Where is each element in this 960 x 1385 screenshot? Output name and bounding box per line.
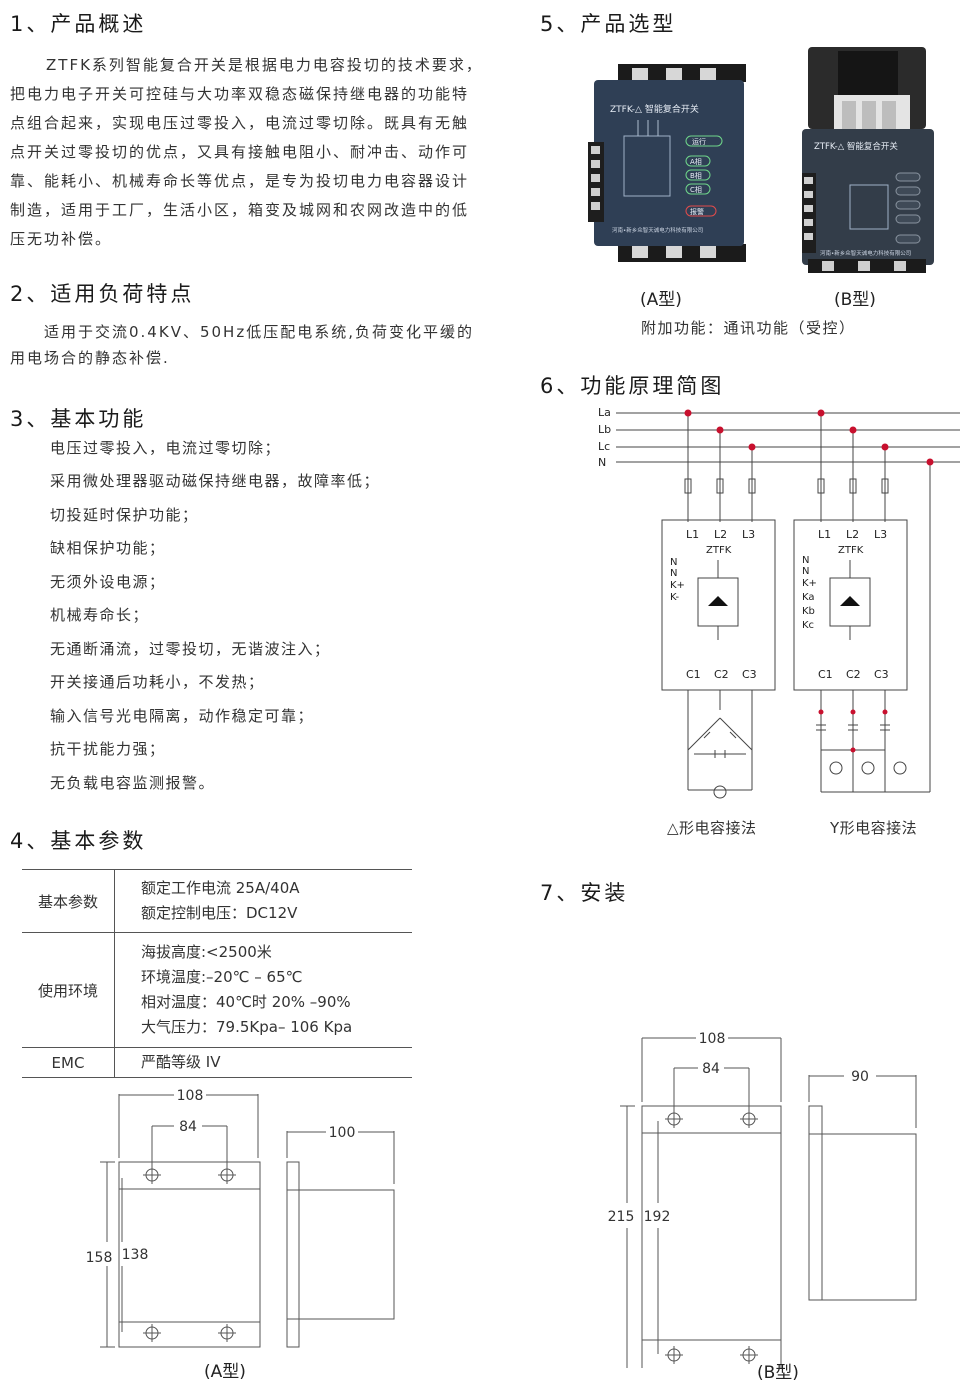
- param-line: 相对温度：40℃时 20% –90%: [141, 993, 351, 1011]
- bus-label: N: [598, 456, 606, 469]
- terminal-label: C1: [686, 668, 701, 681]
- terminal-label: L2: [714, 528, 727, 541]
- side-label: K+: [670, 580, 685, 591]
- dim-hole-width: 84: [702, 1061, 720, 1077]
- section-5-title: 5、产品选型: [540, 12, 677, 36]
- param-line: 大气压力：79.5Kpa– 106 Kpa: [141, 1018, 353, 1036]
- table-row: 使用环境 海拔高度:<2500米 环境温度:–20℃ – 65℃ 相对温度：40…: [22, 932, 412, 1048]
- dim-width: 108: [699, 1031, 726, 1047]
- caption-photo-a: (A型): [640, 290, 682, 310]
- dim-width: 108: [177, 1088, 204, 1104]
- dimension-drawing-a: 108 84 158 138 100: [86, 1088, 395, 1348]
- side-label: K-: [670, 592, 680, 603]
- feature-item: 机械寿命长；: [50, 606, 150, 624]
- section-2-body: 适用于交流0.4KV、50Hz低压配电系统,负荷变化平缓的用电场合的静态补偿.: [10, 323, 474, 367]
- terminal-label: L2: [846, 528, 859, 541]
- model-label: ZTFK: [706, 545, 732, 556]
- product-photo-a: ZTFK-△ 智能复合开关 运行 A相 B相 C相 报警 河南•新乡众智天诚电力…: [588, 64, 746, 262]
- param-line: 环境温度:–20℃ – 65℃: [141, 968, 303, 986]
- photo-b-label: ZTFK-△ 智能复合开关: [814, 141, 898, 152]
- caption-delta-connection: △形电容接法: [667, 819, 757, 837]
- terminal-label: C3: [874, 668, 889, 681]
- feature-item: 采用微处理器驱动磁保持继电器，故障率低；: [50, 472, 381, 490]
- param-key: 使用环境: [22, 932, 115, 1048]
- param-line: 海拔高度:<2500米: [141, 943, 272, 961]
- feature-item: 输入信号光电隔离，动作稳定可靠；: [50, 707, 315, 725]
- extra-function-note: 附加功能：通讯功能（受控）: [641, 319, 856, 337]
- terminal-label: C1: [818, 668, 833, 681]
- feature-item: 无须外设电源；: [50, 573, 166, 591]
- photo-a-button: A相: [690, 157, 702, 166]
- terminal-label: L3: [874, 528, 887, 541]
- caption-a-type-dims: (A型): [204, 1362, 246, 1382]
- param-value: 海拔高度:<2500米 环境温度:–20℃ – 65℃ 相对温度：40℃时 20…: [114, 932, 412, 1048]
- circuit-schematic: La Lb Lc N L1 L2 L3 ZTFK N N K+ K- C1 C2…: [598, 406, 960, 799]
- photo-a-company: 河南•新乡众智天诚电力科技有限公司: [612, 226, 703, 234]
- dim-height: 215: [608, 1209, 635, 1225]
- model-label: ZTFK: [838, 545, 864, 556]
- feature-item: 缺相保护功能；: [50, 539, 166, 557]
- dim-hole-height: 192: [644, 1209, 671, 1225]
- section-4-title: 4、基本参数: [10, 829, 147, 853]
- feature-item: 无通断涌流，过零投切，无谐波注入；: [50, 640, 331, 658]
- section-3-title: 3、基本功能: [10, 407, 147, 431]
- side-label: N: [802, 566, 809, 577]
- feature-item: 无负载电容监测报警。: [50, 774, 216, 792]
- feature-item: 电压过零投入，电流过零切除；: [50, 439, 282, 457]
- dim-hole-width: 84: [179, 1119, 197, 1135]
- dim-depth: 100: [329, 1125, 356, 1141]
- param-key: 基本参数: [22, 869, 115, 933]
- photo-a-button: 报警: [690, 207, 704, 216]
- param-line: 严酷等级 IV: [141, 1053, 221, 1071]
- param-line: 额定工作电流 25A/40A: [141, 879, 300, 897]
- bus-label: Lb: [598, 423, 611, 436]
- section-2-title: 2、适用负荷特点: [10, 282, 195, 306]
- bus-label: La: [598, 406, 611, 419]
- section-7-title: 7、安装: [540, 881, 629, 905]
- param-value: 额定工作电流 25A/40A 额定控制电压：DC12V: [114, 869, 412, 933]
- param-line: 额定控制电压：DC12V: [141, 904, 298, 922]
- side-label: N: [670, 557, 677, 568]
- photo-a-button: 运行: [692, 137, 706, 146]
- caption-photo-b: (B型): [834, 290, 876, 310]
- product-photo-b: ZTFK-△ 智能复合开关 河南•新乡众智天诚电力科技有限公司: [802, 47, 934, 273]
- side-label: Ka: [802, 592, 815, 603]
- side-label: N: [670, 568, 677, 579]
- parameter-table: 基本参数 额定工作电流 25A/40A 额定控制电压：DC12V 使用环境 海拔…: [22, 869, 412, 1078]
- dimension-drawing-b: 108 84 215 192 90: [608, 1031, 917, 1368]
- photo-b-company: 河南•新乡众智天诚电力科技有限公司: [820, 249, 911, 257]
- side-label: N: [802, 555, 809, 566]
- section-1-body: ZTFK系列智能复合开关是根据电力电容投切的技术要求，把电力电子开关可控硅与大功…: [10, 56, 483, 248]
- param-value: 严酷等级 IV: [114, 1047, 412, 1078]
- table-row: EMC 严酷等级 IV: [22, 1047, 412, 1078]
- dim-height: 158: [86, 1250, 113, 1266]
- terminal-label: L1: [818, 528, 831, 541]
- photo-a-label: ZTFK-△ 智能复合开关: [610, 103, 699, 115]
- terminal-label: L1: [686, 528, 699, 541]
- side-label: Kb: [802, 606, 815, 617]
- bus-label: Lc: [598, 440, 610, 453]
- terminal-label: L3: [742, 528, 755, 541]
- terminal-label: C2: [846, 668, 861, 681]
- param-key: EMC: [22, 1047, 115, 1078]
- photo-a-button: C相: [690, 185, 702, 194]
- dim-depth: 90: [851, 1069, 869, 1085]
- caption-y-connection: Y形电容接法: [830, 819, 918, 837]
- table-row: 基本参数 额定工作电流 25A/40A 额定控制电压：DC12V: [22, 869, 412, 933]
- photo-a-button: B相: [690, 171, 702, 180]
- feature-item: 切投延时保护功能；: [50, 506, 199, 524]
- terminal-label: C2: [714, 668, 729, 681]
- terminal-label: C3: [742, 668, 757, 681]
- section-6-title: 6、功能原理简图: [540, 374, 725, 398]
- side-label: K+: [802, 578, 817, 589]
- feature-item: 抗干扰能力强；: [50, 740, 166, 758]
- dim-hole-height: 138: [122, 1247, 149, 1263]
- section-1-title: 1、产品概述: [10, 12, 147, 36]
- side-label: Kc: [802, 620, 814, 631]
- feature-item: 开关接通后功耗小，不发热；: [50, 673, 265, 691]
- caption-b-type-dims: (B型): [757, 1363, 799, 1383]
